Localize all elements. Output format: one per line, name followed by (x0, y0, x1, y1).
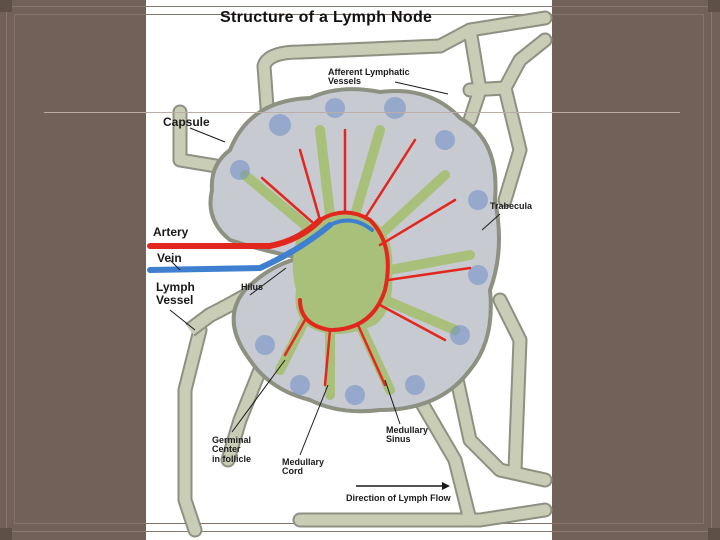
label-medullary-sinus: Medullary Sinus (386, 426, 428, 445)
label-germinal-center: Germinal Center in follicle (212, 436, 251, 464)
flow-arrow-head (442, 482, 450, 490)
label-vein: Vein (157, 252, 182, 265)
label-lymph-flow: Direction of Lymph Flow (346, 494, 451, 503)
label-capsule: Capsule (163, 116, 210, 129)
label-artery: Artery (153, 226, 188, 239)
label-lymph-vessel: Lymph Vessel (156, 281, 195, 306)
label-hilus: Hilus (241, 283, 263, 292)
label-medullary-cord: Medullary Cord (282, 458, 324, 477)
label-afferent-vessels: Afferent Lymphatic Vessels (328, 68, 410, 87)
diagram-title: Structure of a Lymph Node (220, 10, 432, 27)
slide-rule (44, 112, 680, 113)
label-trabecula: Trabecula (490, 202, 532, 211)
